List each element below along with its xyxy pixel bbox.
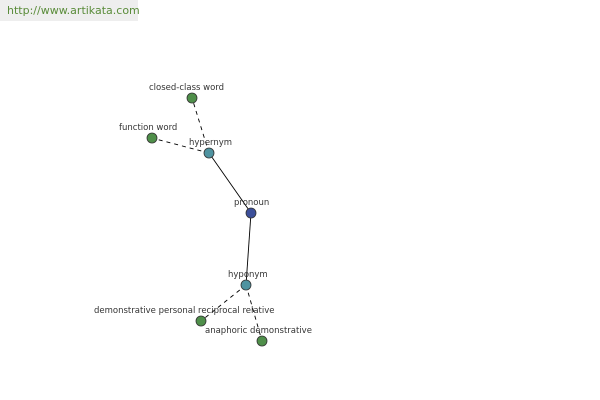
edges-layer	[151, 97, 263, 342]
node-label-demonstrative-personal-reciprocal-relative[interactable]: demonstrative personal reciprocal relati…	[94, 306, 275, 316]
node-function-word[interactable]: function word	[119, 123, 177, 144]
node-anaphoric-demonstrative[interactable]: anaphoric demonstrative	[205, 326, 312, 347]
node-dot-function-word[interactable]	[146, 132, 158, 144]
nodes-layer: pronoun hypernym hyponym closed-class word f…	[94, 83, 312, 347]
node-dot-demonstrative-personal-reciprocal-relative[interactable]	[195, 315, 207, 327]
node-dot-pronoun[interactable]	[245, 207, 257, 219]
node-dot-hypernym[interactable]	[203, 147, 215, 159]
edge-pronoun-to-hypernym	[208, 152, 252, 214]
node-label-function-word[interactable]: function word	[119, 123, 177, 133]
node-label-hyponym[interactable]: hyponym	[228, 270, 268, 280]
node-hyponym[interactable]: hyponym	[228, 270, 268, 291]
node-pronoun[interactable]: pronoun	[234, 198, 269, 219]
node-demonstrative-personal-reciprocal-relative[interactable]: demonstrative personal reciprocal relati…	[94, 306, 275, 327]
edge-hyponym-to-anaphoric-demonstrative	[245, 284, 263, 342]
edge-hyponym-to-demonstrative-personal-reciprocal-relative	[200, 284, 247, 322]
edge-pronoun-to-hyponym	[245, 212, 252, 286]
node-dot-anaphoric-demonstrative[interactable]	[256, 335, 268, 347]
node-label-anaphoric-demonstrative[interactable]: anaphoric demonstrative	[205, 326, 312, 336]
watermark-url: http://www.artikata.com	[0, 0, 140, 21]
node-dot-closed-class-word[interactable]	[186, 92, 198, 104]
node-closed-class-word[interactable]: closed-class word	[149, 83, 224, 104]
edge-hypernym-to-closed-class-word	[191, 97, 210, 154]
node-label-hypernym[interactable]: hypernym	[189, 138, 232, 148]
node-label-closed-class-word[interactable]: closed-class word	[149, 83, 224, 93]
node-label-pronoun[interactable]: pronoun	[234, 198, 269, 208]
edge-hypernym-to-function-word	[151, 137, 210, 154]
node-hypernym[interactable]: hypernym	[189, 138, 232, 159]
node-dot-hyponym[interactable]	[240, 279, 252, 291]
